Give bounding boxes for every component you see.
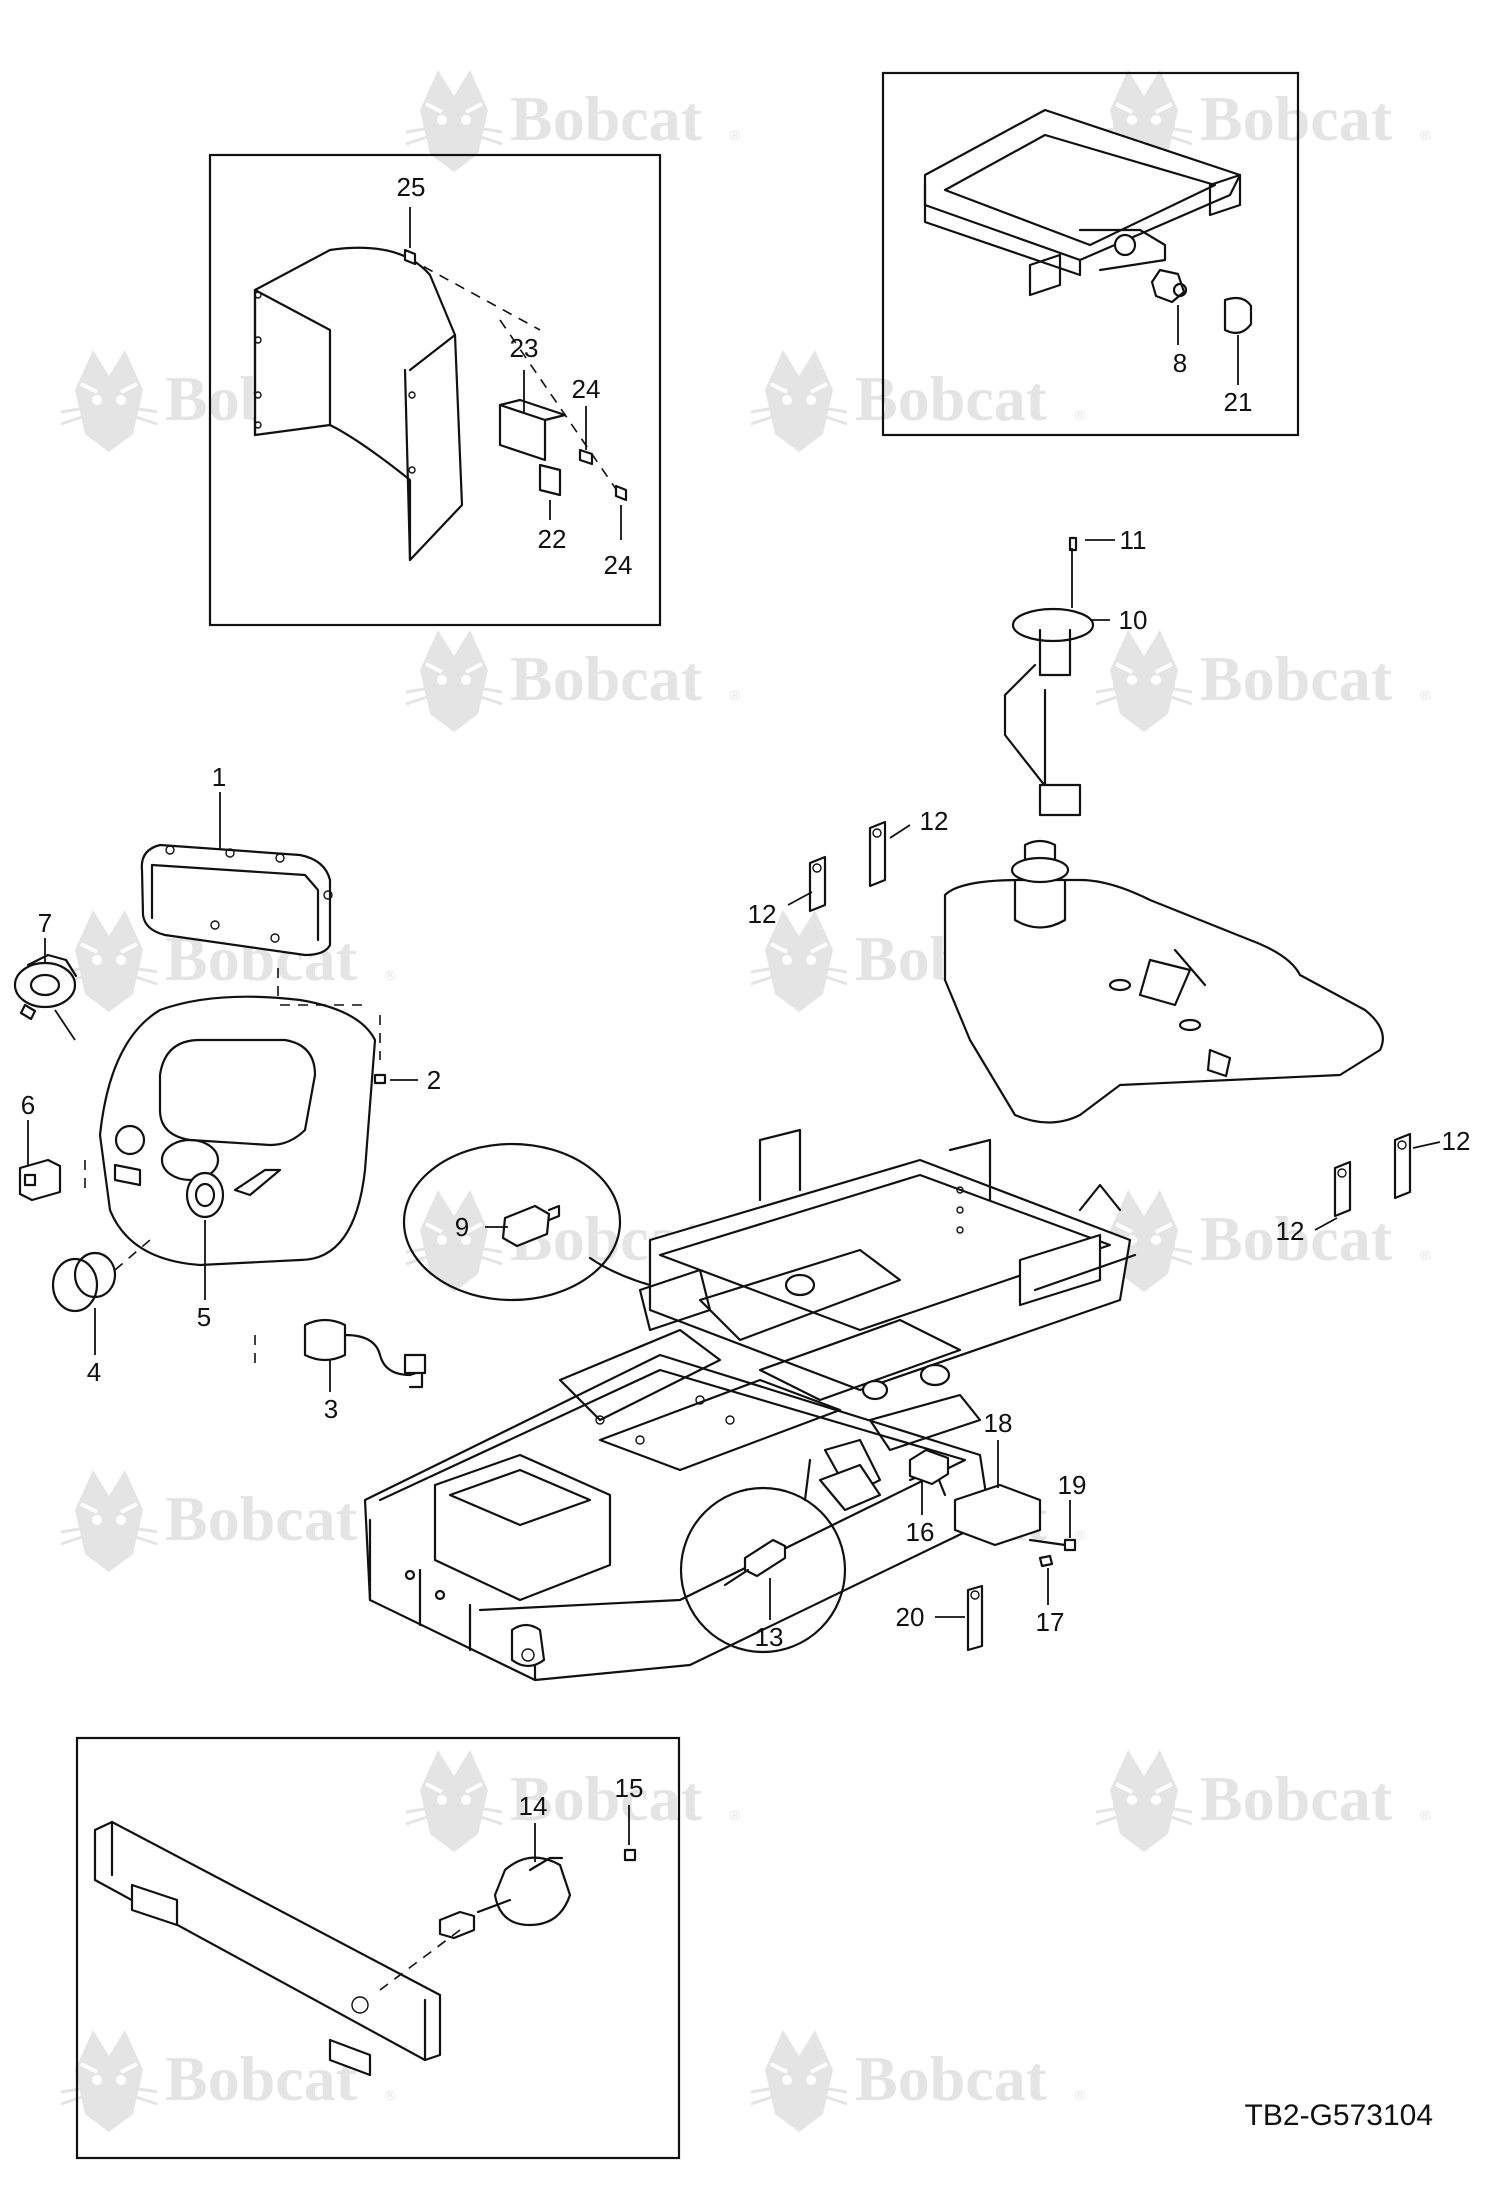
callout-13: 13	[755, 1622, 784, 1652]
svg-text:®: ®	[1075, 407, 1086, 423]
switch-6	[18, 1120, 86, 1202]
callout-15: 15	[615, 1773, 644, 1803]
svg-text:®: ®	[730, 687, 741, 703]
svg-text:®: ®	[385, 967, 396, 983]
watermark-10: Bobcat ®	[1094, 1188, 1431, 1294]
watermark-4: Bobcat ®	[749, 348, 1086, 454]
svg-text:Bobcat: Bobcat	[510, 643, 703, 714]
cap-4	[51, 1239, 151, 1355]
strap-12-a	[808, 855, 827, 913]
callout-12-a: 12	[748, 899, 777, 929]
callout-22: 22	[538, 524, 567, 554]
watermark-5: Bobcat ®	[404, 628, 741, 734]
callout-12-c: 12	[1442, 1126, 1471, 1156]
bolt-17	[1038, 1554, 1054, 1605]
detail-balloon-9	[402, 1142, 652, 1302]
watermark-6: Bobcat ®	[1094, 628, 1431, 734]
callout-14: 14	[519, 1791, 548, 1821]
bracket-18	[953, 1440, 1042, 1547]
watermark-2: Bobcat ®	[1094, 68, 1431, 174]
callout-7: 7	[38, 908, 52, 938]
watermark-16: Bobcat ®	[749, 2028, 1086, 2134]
fuel-sender-assembly	[1003, 536, 1115, 817]
callout-20: 20	[896, 1602, 925, 1632]
watermark-text: Bobcat	[510, 83, 703, 154]
callout-12-d: 12	[1276, 1216, 1305, 1246]
svg-text:Bobcat: Bobcat	[165, 2043, 358, 2114]
watermark-1: Bobcat ®	[404, 68, 741, 174]
svg-text:Bobcat: Bobcat	[1200, 1203, 1393, 1274]
switch-3	[254, 1318, 427, 1392]
inset-frame-bottom-left	[75, 1736, 681, 2160]
fuel-tank	[943, 839, 1384, 1124]
callout-18: 18	[984, 1408, 1013, 1438]
strap-12-c	[1333, 1160, 1352, 1218]
svg-text:Bobcat: Bobcat	[1200, 1763, 1393, 1834]
callout-25: 25	[397, 172, 426, 202]
watermark-13: Bobcat ®	[404, 1748, 741, 1854]
svg-text:Bobcat: Bobcat	[1200, 83, 1393, 154]
callout-19: 19	[1058, 1470, 1087, 1500]
watermark-14: Bobcat ®	[1094, 1748, 1431, 1854]
callout-6: 6	[21, 1090, 35, 1120]
svg-text:Bobcat: Bobcat	[1200, 643, 1393, 714]
callout-4: 4	[87, 1357, 101, 1387]
dash-panel	[98, 995, 381, 1267]
grommet-5	[185, 1171, 225, 1300]
callout-17: 17	[1036, 1607, 1065, 1637]
strap-20	[935, 1584, 984, 1652]
callout-23: 23	[510, 333, 539, 363]
callout-24-b: 24	[604, 550, 633, 580]
rail-and-beacon-assembly	[93, 1805, 637, 2077]
svg-text:®: ®	[1420, 687, 1431, 703]
callout-11: 11	[1120, 525, 1147, 555]
clamp-16	[908, 1448, 950, 1515]
callout-9: 9	[455, 1212, 469, 1242]
drawing-id: TB2-G573104	[1245, 2099, 1433, 2132]
seat-rail-assembly	[923, 108, 1253, 385]
svg-text:®: ®	[385, 2087, 396, 2103]
instrument-cluster	[140, 792, 333, 1050]
detail-balloon-13	[679, 1458, 847, 1654]
screw-2	[373, 1073, 418, 1085]
svg-text:®: ®	[1075, 2087, 1086, 2103]
callout-3: 3	[324, 1394, 338, 1424]
svg-text:Bobcat: Bobcat	[510, 1763, 703, 1834]
callout-5: 5	[197, 1302, 211, 1332]
strap-12-d	[1393, 1132, 1412, 1200]
callout-16: 16	[906, 1517, 935, 1547]
svg-text:®: ®	[1075, 1527, 1086, 1543]
main-frame	[363, 1128, 1137, 1682]
strap-12-b	[868, 820, 887, 888]
svg-text:®: ®	[1420, 127, 1431, 143]
svg-text:®: ®	[730, 1807, 741, 1823]
svg-text:®: ®	[1420, 1807, 1431, 1823]
bolt-19	[1028, 1500, 1077, 1552]
svg-text:Bobcat: Bobcat	[165, 1483, 358, 1554]
inset-frame-top-left	[208, 153, 662, 627]
svg-text:Bobcat: Bobcat	[855, 363, 1048, 434]
callout-10: 10	[1119, 605, 1148, 635]
bracket-assembly	[253, 207, 628, 562]
inset-frame-top-right	[881, 71, 1300, 437]
svg-text:®: ®	[1420, 1247, 1431, 1263]
svg-text:Bobcat: Bobcat	[855, 2043, 1048, 2114]
callout-24-a: 24	[572, 374, 601, 404]
watermark-15: Bobcat ®	[59, 2028, 396, 2134]
horn	[13, 938, 78, 1041]
watermark-11: Bobcat ®	[59, 1468, 396, 1574]
callout-21: 21	[1224, 387, 1253, 417]
callout-2: 2	[427, 1065, 441, 1095]
callout-8: 8	[1173, 348, 1187, 378]
callout-12-b: 12	[920, 806, 949, 836]
svg-text:®: ®	[730, 127, 741, 143]
callout-1: 1	[212, 762, 226, 792]
